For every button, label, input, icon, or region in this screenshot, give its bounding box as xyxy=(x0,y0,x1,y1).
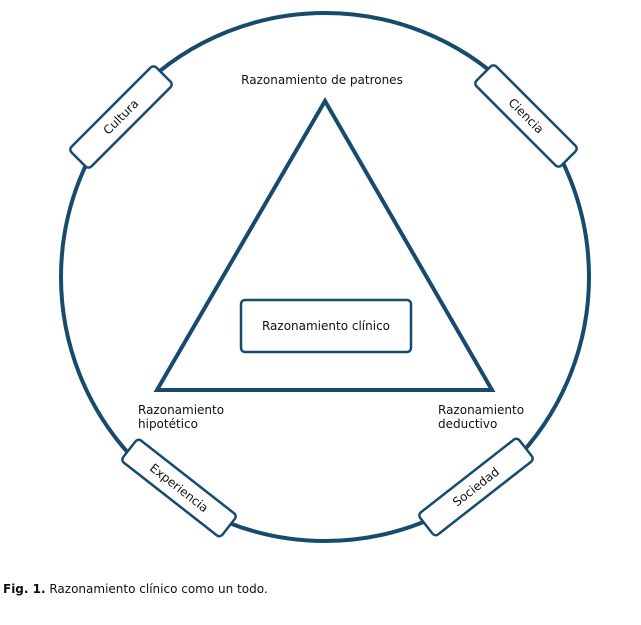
tag-ciencia: Ciencia xyxy=(474,64,578,168)
vertex-top-label: Razonamiento de patrones xyxy=(241,73,403,87)
vertex-bottom-left-label-2: hipotético xyxy=(138,417,198,431)
vertex-bottom-left-label-1: Razonamiento xyxy=(138,403,224,417)
tag-cultura: Cultura xyxy=(69,65,173,169)
caption-text: Razonamiento clínico como un todo. xyxy=(45,582,268,596)
caption-label: Fig. 1. xyxy=(3,582,46,596)
tag-experiencia: Experiencia xyxy=(121,438,237,538)
vertex-bottom-right-label-2: deductivo xyxy=(438,417,497,431)
outer-circle xyxy=(59,11,591,543)
vertex-bottom-right-label-1: Razonamiento xyxy=(438,403,524,417)
center-label: Razonamiento clínico xyxy=(262,319,390,333)
tag-sociedad: Sociedad xyxy=(418,437,534,537)
triangle xyxy=(153,97,496,392)
center-box xyxy=(239,298,413,354)
figure-caption: Fig. 1. Razonamiento clínico como un tod… xyxy=(3,582,268,596)
